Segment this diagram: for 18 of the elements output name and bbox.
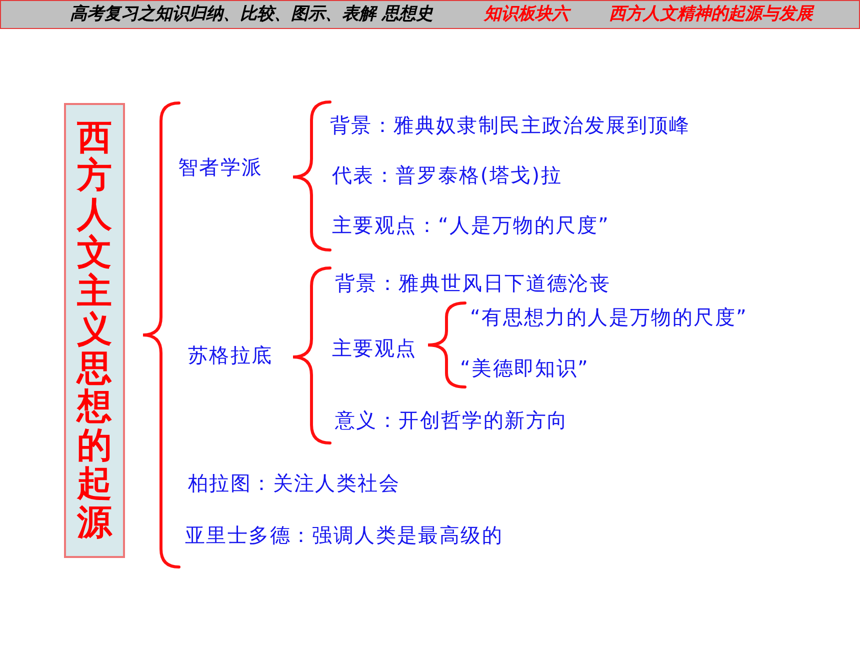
header-band	[0, 0, 860, 29]
header-text: 高考复习之知识归纳、比较、图示、表解 思想史	[70, 4, 433, 25]
quote-text: “有思想力的人是万物的尺度”	[470, 305, 748, 329]
topic-label: 亚里士多德：强调人类是最高级的	[185, 523, 503, 547]
point-text: 背景：雅典奴隶制民主政治发展到顶峰	[330, 113, 690, 137]
topic-label: 苏格拉底	[188, 343, 273, 367]
header-text: 知识板块六	[484, 4, 569, 25]
header-text: 西方人文精神的起源与发展	[609, 4, 813, 25]
quote-text: “美德即知识”	[460, 356, 590, 380]
point-text: 主要观点：“人是万物的尺度”	[332, 213, 610, 237]
point-text: 主要观点	[332, 336, 417, 360]
topic-label: 智者学派	[178, 155, 263, 179]
point-text: 背景：雅典世风日下道德沦丧	[335, 271, 611, 295]
title-box	[64, 103, 125, 558]
title-text: 西方人文主义思想的起源	[77, 118, 112, 542]
point-text: 意义：开创哲学的新方向	[335, 408, 568, 432]
topic-label: 柏拉图：关注人类社会	[188, 471, 400, 495]
point-text: 代表：普罗泰格(塔戈)拉	[332, 163, 562, 187]
